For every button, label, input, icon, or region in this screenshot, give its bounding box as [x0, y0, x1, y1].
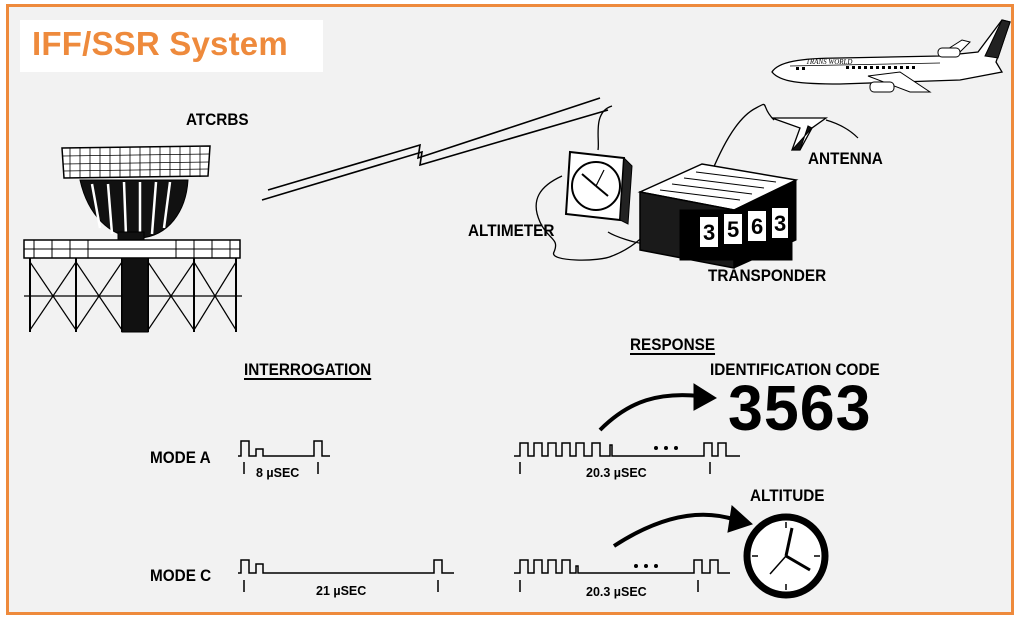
mode-a-label: MODE A — [150, 448, 211, 467]
transponder-label: TRANSPONDER — [708, 266, 827, 285]
pulse-train-mode-a-interrogation — [238, 440, 330, 474]
altitude-clock-illustration — [743, 513, 829, 599]
transponder-illustration: 3 5 6 3 — [637, 163, 799, 269]
antenna-label: ANTENNA — [808, 149, 883, 168]
transponder-digit-1: 3 — [703, 220, 715, 245]
title-box: IFF/SSR System — [20, 20, 323, 72]
mode-c-response-duration: 20.3 µSEC — [586, 585, 647, 599]
interrogation-heading: INTERROGATION — [244, 360, 372, 379]
mode-c-label: MODE C — [150, 566, 212, 585]
radio-link-lines — [261, 97, 609, 201]
diagram-frame — [6, 4, 1014, 615]
mode-a-response-duration: 20.3 µSEC — [586, 466, 647, 480]
identification-arrow — [598, 383, 717, 432]
radar-station-illustration — [23, 145, 242, 333]
pulse-dots-mode-a — [654, 446, 678, 450]
aircraft-illustration: TRANS WORLD — [771, 19, 1011, 93]
aircraft-livery-text: TRANS WORLD — [806, 58, 852, 66]
identification-code-label: IDENTIFICATION CODE — [710, 360, 880, 379]
antenna-illustration — [771, 117, 859, 151]
mode-a-interval-label: 8 µSEC — [256, 466, 300, 480]
transponder-digit-2: 5 — [727, 217, 739, 242]
pulse-train-mode-c-interrogation — [238, 559, 454, 592]
mode-c-interval-label: 21 µSEC — [316, 584, 367, 598]
pulse-train-mode-a-response — [514, 442, 740, 474]
transponder-digit-4: 3 — [774, 211, 786, 236]
altimeter-illustration — [564, 150, 633, 225]
pulse-dots-mode-c — [634, 564, 658, 568]
altimeter-label: ALTIMETER — [468, 221, 555, 240]
atcrbs-label: ATCRBS — [186, 110, 249, 129]
altitude-label: ALTITUDE — [750, 486, 825, 505]
diagram-title: IFF/SSR System — [32, 25, 288, 62]
transponder-digit-3: 6 — [751, 214, 763, 239]
identification-code-value: 3563 — [728, 372, 872, 444]
response-heading: RESPONSE — [630, 335, 716, 354]
pulse-train-mode-c-response — [514, 559, 730, 592]
altitude-arrow — [612, 505, 753, 548]
